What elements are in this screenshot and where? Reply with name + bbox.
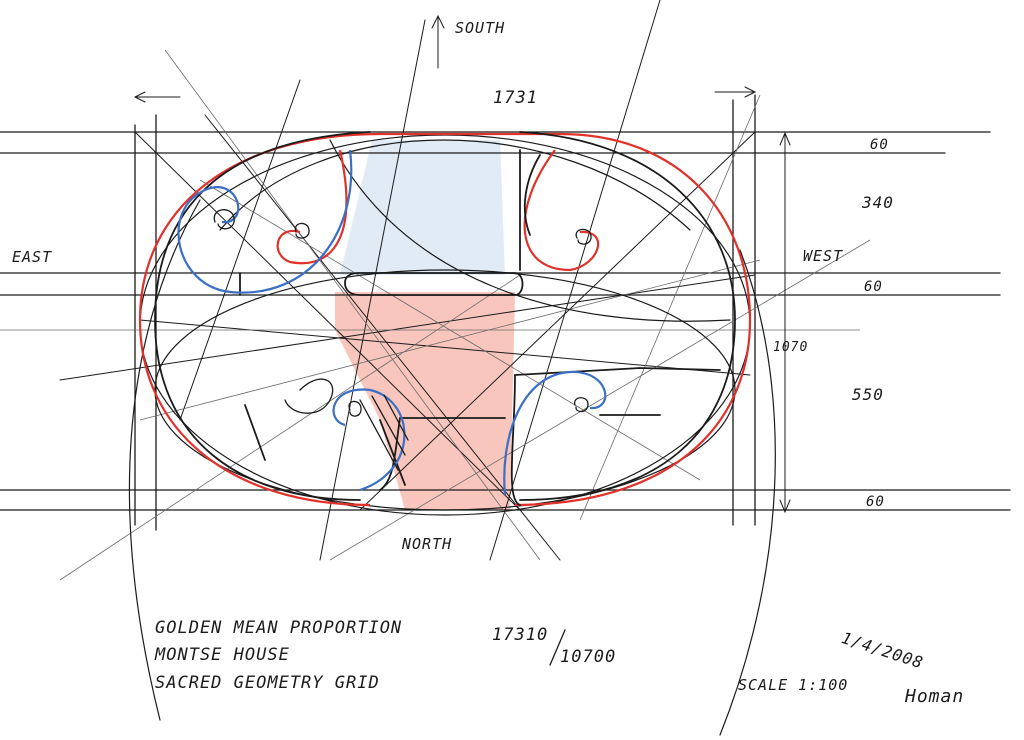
scale-label: SCALE 1:100 bbox=[738, 676, 848, 694]
north-label: NORTH bbox=[401, 535, 452, 553]
construction-diagonals bbox=[59, 0, 756, 561]
note-line-2: MONTSE HOUSE bbox=[154, 645, 290, 665]
dimension-label: 60 bbox=[864, 279, 883, 295]
side-length-label: 1070 bbox=[773, 340, 808, 355]
dimension-label: 60 bbox=[866, 494, 885, 510]
title-notes: GOLDEN MEAN PROPORTION MONTSE HOUSE SACR… bbox=[154, 618, 964, 707]
south-label: SOUTH bbox=[455, 19, 505, 37]
east-label: EAST bbox=[12, 248, 52, 266]
note-line-3: SACRED GEOMETRY GRID bbox=[155, 673, 380, 693]
faint-construction-lines bbox=[0, 49, 871, 581]
blue-shaded-region bbox=[340, 140, 505, 275]
ratio-numerator: 17310 bbox=[492, 625, 548, 645]
ratio-denominator: 10700 bbox=[560, 647, 616, 667]
spirals-blue bbox=[177, 149, 607, 496]
red-shaded-region bbox=[335, 292, 515, 510]
horizontal-grid-lines bbox=[0, 131, 1011, 511]
spiral-cores bbox=[213, 209, 592, 471]
ratio-slash bbox=[549, 629, 566, 666]
west-label: WEST bbox=[803, 247, 843, 265]
vertical-grid-lines bbox=[134, 94, 756, 531]
right-dimension-labels: 60 340 60 550 60 bbox=[852, 137, 894, 510]
date-label: 1/4/2008 bbox=[839, 628, 926, 672]
dimension-label: 340 bbox=[861, 193, 894, 212]
note-line-1: GOLDEN MEAN PROPORTION bbox=[155, 618, 402, 638]
signature: Homan bbox=[904, 686, 964, 707]
building-walls bbox=[154, 131, 736, 506]
dimension-label: 550 bbox=[852, 385, 884, 404]
dimension-arrows bbox=[133, 14, 791, 514]
dimension-label: 60 bbox=[870, 137, 889, 153]
top-dimension-label: 1731 bbox=[493, 88, 538, 108]
